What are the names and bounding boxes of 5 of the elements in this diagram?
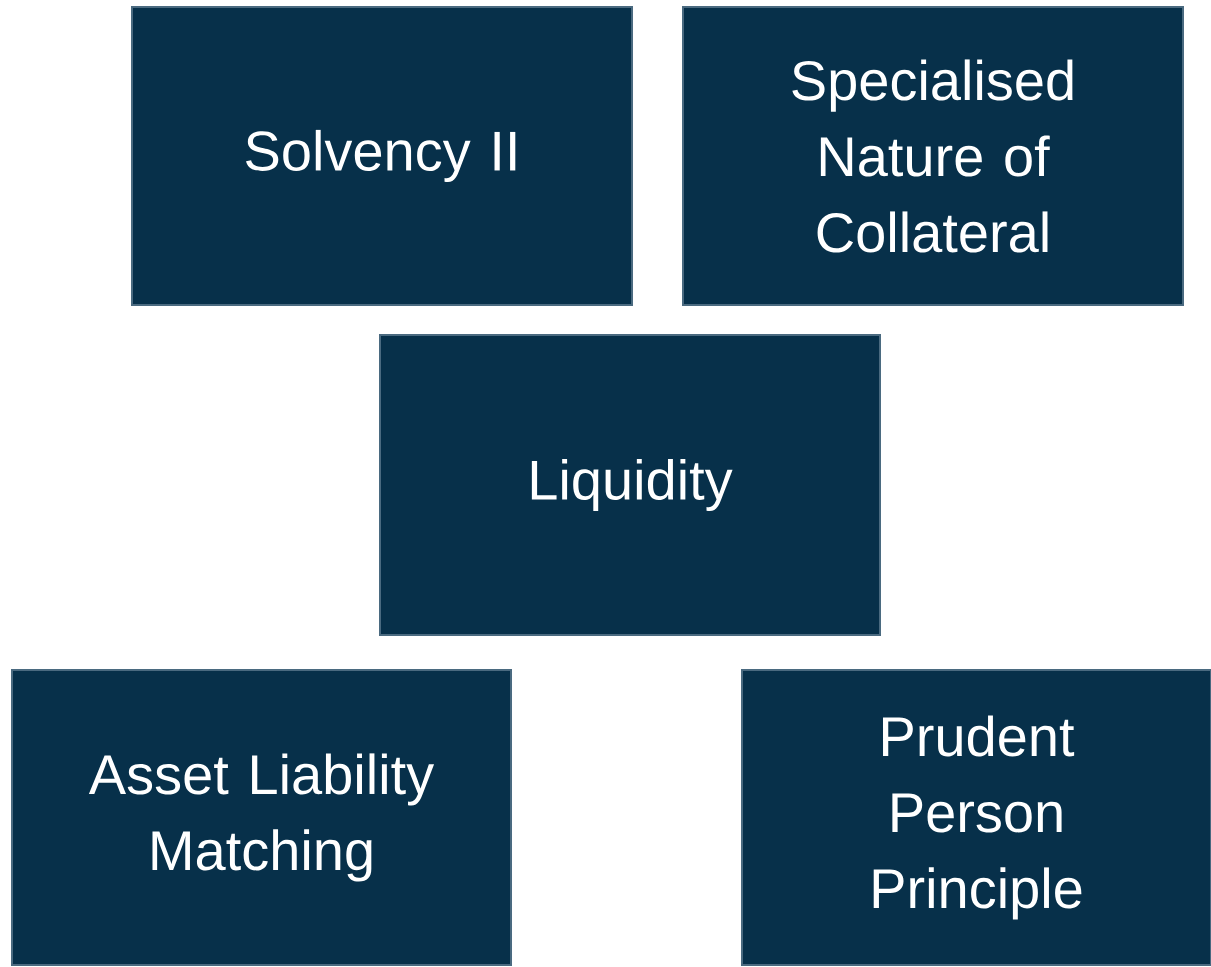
- text-box: Liquidity: [379, 334, 881, 636]
- text-box: Solvency II: [131, 6, 633, 306]
- text-box: Asset Liability Matching: [11, 669, 512, 966]
- text-box: Specialised Nature of Collateral: [682, 6, 1184, 306]
- text-box: Prudent Person Principle: [741, 669, 1211, 966]
